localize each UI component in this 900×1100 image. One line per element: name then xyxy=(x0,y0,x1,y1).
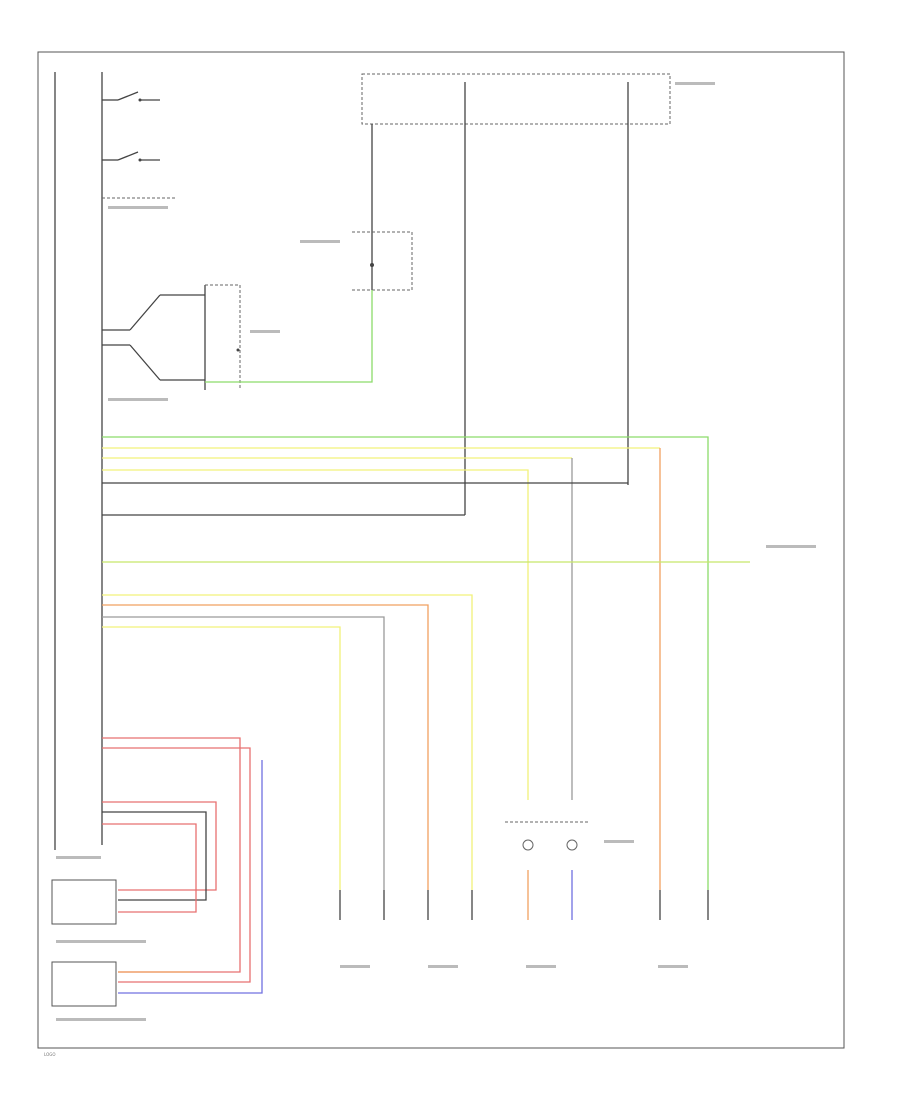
red-wire-3 xyxy=(102,801,217,891)
occupant-sensor-module xyxy=(352,231,413,291)
blue-wire-1 xyxy=(118,760,263,994)
red-wire-1 xyxy=(102,737,241,973)
passenger-airbag-sensor xyxy=(659,890,709,920)
diagram-frame xyxy=(37,51,845,1049)
ignition-switch-top xyxy=(102,91,160,102)
green-wire-main xyxy=(102,436,709,890)
illegible-labels xyxy=(56,82,816,1021)
gray-wire-2 xyxy=(102,616,385,890)
ignition-switch-bottom xyxy=(102,151,160,162)
yellow-wire-4 xyxy=(102,594,473,890)
green-wire-sensor xyxy=(205,290,373,383)
red-wire-2 xyxy=(102,747,251,983)
clock-spring-assembly xyxy=(505,821,590,920)
left-side-sensor-box xyxy=(51,961,117,1007)
seat-position-switch xyxy=(102,284,241,390)
footer-logo-label: LOGO xyxy=(44,1052,55,1057)
yellow-wire-3 xyxy=(102,469,529,800)
red-wire-4 xyxy=(102,823,197,913)
black-wire-3 xyxy=(102,811,207,901)
right-front-sensor xyxy=(339,890,385,920)
left-front-sensor xyxy=(427,890,473,920)
right-side-sensor-box xyxy=(51,879,117,925)
yellow-wire-5 xyxy=(102,626,341,890)
top-fuse-block xyxy=(361,73,671,125)
orange-wire-2 xyxy=(102,604,429,890)
